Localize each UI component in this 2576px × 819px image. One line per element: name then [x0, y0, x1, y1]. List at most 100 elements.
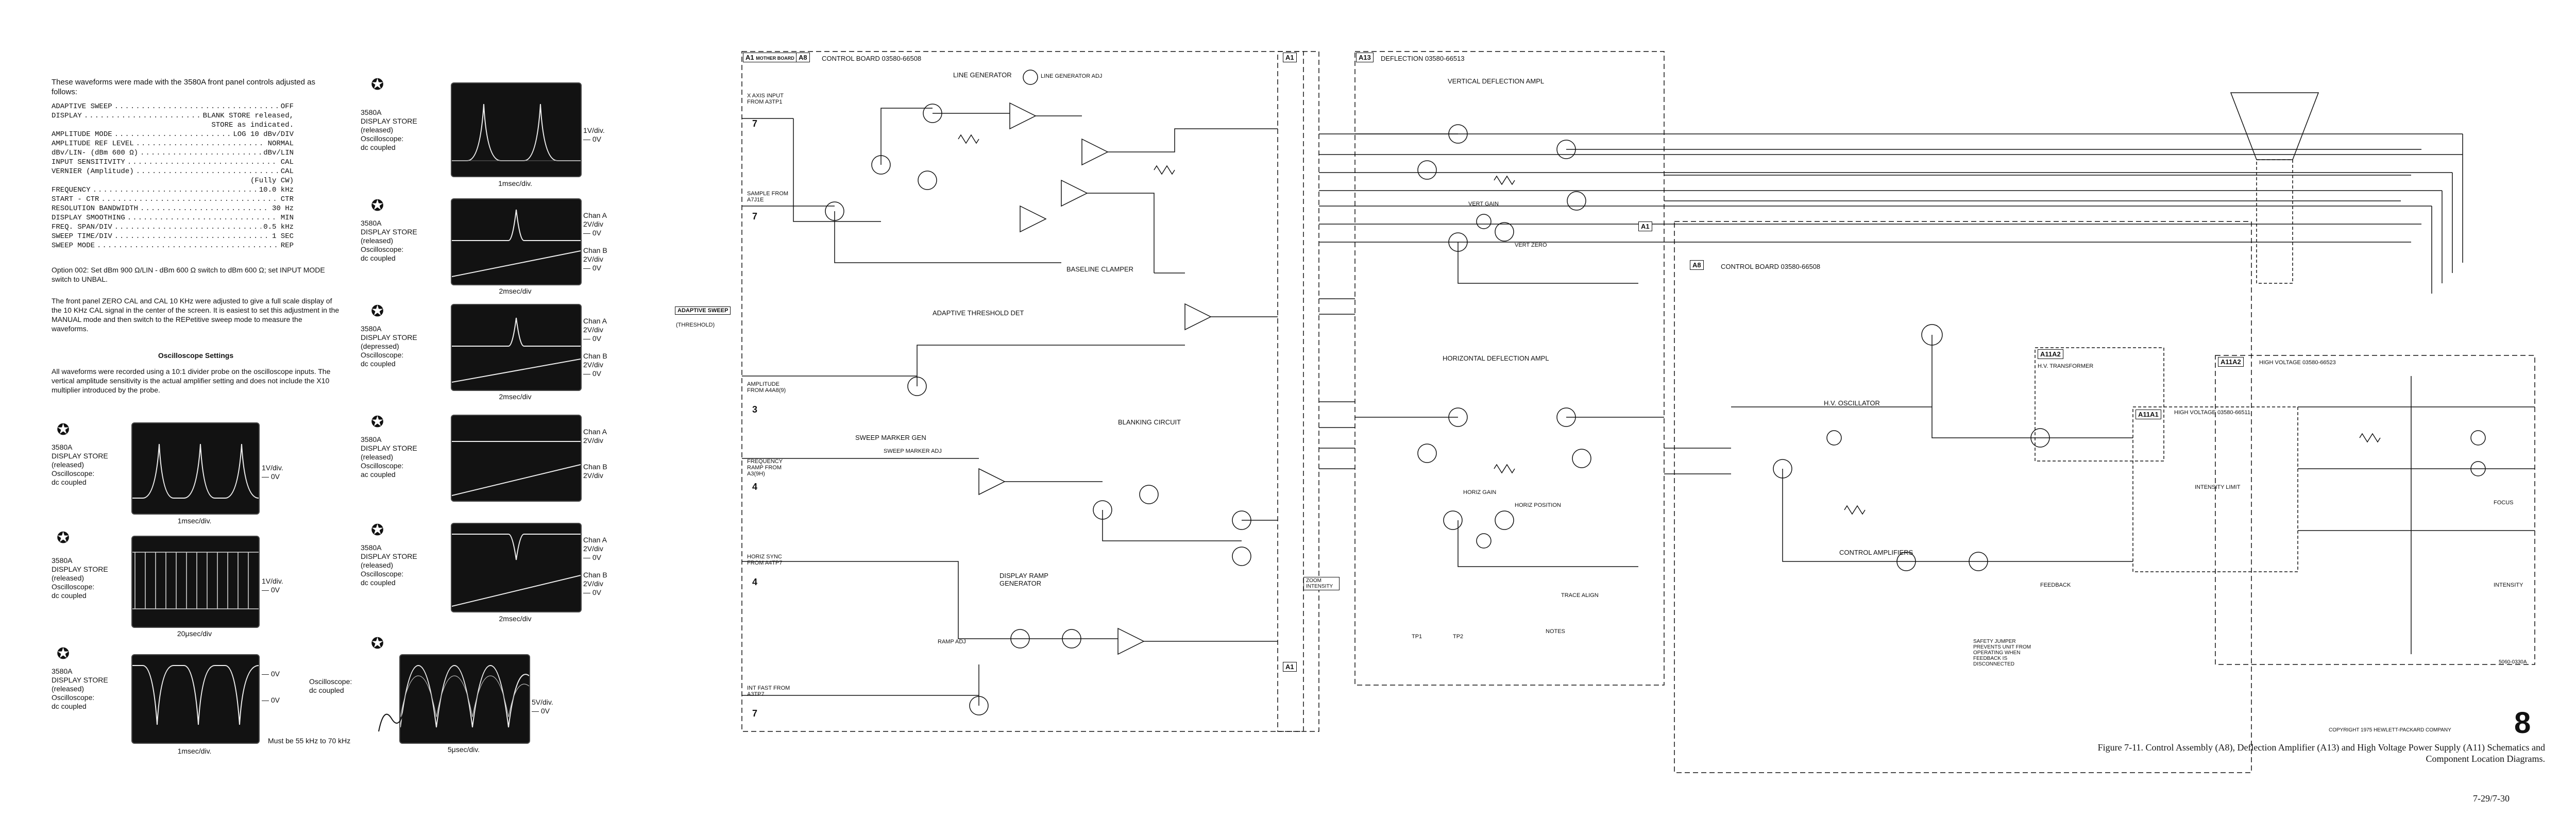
setting-row: SWEEP MODE REP: [52, 241, 294, 250]
setting-row: (Fully CW): [52, 176, 294, 185]
frequency-ramp-label: FREQUENCY RAMP FROM A3(9H): [747, 458, 783, 477]
setting-name: SWEEP MODE: [52, 242, 95, 250]
panel-timebase: 1msec/div.: [498, 179, 532, 187]
scope-screen: [451, 415, 582, 502]
setting-value: BLANK STORE released,: [202, 112, 294, 120]
panel-scale: — 0V — 0V: [262, 670, 280, 704]
figure-number: 8: [2514, 706, 2531, 740]
star-marker-icon: ✪: [57, 530, 70, 547]
panel-timebase: 2msec/div: [499, 287, 532, 295]
hv-oscillator-label: H.V. OSCILLATOR: [1824, 399, 1880, 407]
a1-id: A1: [745, 54, 754, 61]
int-fast-label: INT FAST FROM A3TP7: [747, 685, 790, 697]
control-board-right-title: CONTROL BOARD 03580-66508: [1721, 263, 1821, 270]
setting-name: DISPLAY SMOOTHING: [52, 214, 125, 222]
star-marker-icon: ✪: [371, 414, 384, 431]
input-ref-1: 7: [752, 118, 758, 129]
setting-row: AMPLITUDE MODELOG 10 dBv/DIV: [52, 130, 294, 139]
control-settings-list: ADAPTIVE SWEEPOFFDISPLAYBLANK STORE rele…: [52, 102, 294, 250]
setting-row: START - CTRCTR: [52, 195, 294, 204]
leader-dots: [97, 241, 279, 250]
zoom-intensity-label: ZOOM INTENSITY: [1303, 577, 1340, 590]
input-ref-5: 4: [752, 577, 758, 587]
panel-label: 3580A DISPLAY STORE (released) Oscillosc…: [52, 556, 108, 600]
intensity-label: INTENSITY: [2494, 582, 2523, 588]
setting-value: OFF: [280, 103, 294, 111]
setting-row: DISPLAY SMOOTHING MIN: [52, 213, 294, 223]
setting-name: VERNIER (Amplitude): [52, 167, 134, 176]
panel-scale: Chan A 2V/div — 0V Chan B 2V/div — 0V: [583, 211, 607, 272]
setting-name: FREQUENCY: [52, 186, 91, 194]
setting-value: 30 Hz: [272, 204, 294, 213]
panel-timebase: 5μsec/div.: [447, 745, 480, 754]
setting-name: SWEEP TIME/DIV: [52, 232, 112, 241]
setting-row: AMPLITUDE REF LEVELNORMAL: [52, 139, 294, 148]
leader-dots: [136, 167, 279, 176]
copyright-notice: COPYRIGHT 1975 HEWLETT-PACKARD COMPANY: [2329, 727, 2451, 733]
panel-label: 3580A DISPLAY STORE (depressed) Oscillos…: [361, 325, 417, 368]
a11a1-label: A11A1: [2136, 410, 2161, 419]
setting-name: DISPLAY: [52, 112, 82, 120]
setting-name: FREQ. SPAN/DIV: [52, 223, 112, 231]
panel-label: Oscilloscope: dc coupled: [309, 677, 352, 694]
panel-scale: Chan A 2V/div Chan B 2V/div: [583, 428, 607, 480]
waveform-panel-6: ✪ 3580A DISPLAY STORE (released) Oscillo…: [52, 422, 299, 536]
setting-name: AMPLITUDE MODE: [52, 130, 112, 139]
adaptive-sweep-box: ADAPTIVE SWEEP: [675, 306, 731, 315]
panel-label: 3580A DISPLAY STORE (released) Oscillosc…: [361, 108, 417, 151]
sweep-marker-gen-label: SWEEP MARKER GEN: [855, 434, 926, 441]
setting-row: FREQ. SPAN/DIV 0.5 kHz: [52, 223, 294, 232]
waveform-panel-9: ✪ Oscilloscope: dc coupled 5V/div. — 0V …: [309, 636, 553, 760]
panel-label: 3580A DISPLAY STORE (released) Oscillosc…: [361, 543, 417, 587]
a1-mother-board-label: A1 MOTHER BOARD: [743, 53, 797, 62]
adaptive-threshold-label: ADAPTIVE THRESHOLD DET: [933, 309, 1024, 317]
horiz-position-label: HORIZ POSITION: [1515, 502, 1561, 508]
star-marker-icon: ✪: [57, 645, 70, 662]
setting-value: CAL: [280, 158, 294, 166]
deflection-title: DEFLECTION 03580-66513: [1381, 55, 1465, 62]
trace-align-label: TRACE ALIGN: [1561, 592, 1599, 599]
feedback-label: FEEDBACK: [2040, 582, 2071, 588]
setting-value: CAL: [280, 167, 294, 176]
panel-timebase: 1msec/div.: [177, 747, 212, 755]
star-marker-icon: ✪: [371, 522, 384, 539]
panel-label: 3580A DISPLAY STORE (released) Oscillosc…: [52, 667, 108, 710]
scope-screen: [451, 198, 582, 285]
threshold-text: (THRESHOLD): [676, 322, 715, 328]
waveform-panel-5: ✪ 3580A DISPLAY STORE (released) Oscillo…: [361, 522, 607, 628]
setting-value: 1 SEC: [272, 232, 294, 241]
vertical-deflection-label: VERTICAL DEFLECTION AMPL: [1448, 77, 1545, 85]
setting-value: 0.5 kHz: [263, 223, 294, 231]
input-ref-4: 4: [752, 482, 758, 492]
setting-value: REP: [280, 242, 294, 250]
line-generator-adj-label: LINE GENERATOR ADJ: [1041, 73, 1103, 79]
ramp-adj-label: RAMP ADJ: [938, 639, 966, 645]
schematic-wiring: [741, 51, 2535, 773]
leader-dots: [93, 185, 257, 195]
panel-scale: 5V/div. — 0V: [532, 698, 553, 715]
panel-scale: 1V/div. — 0V: [262, 464, 283, 481]
setting-row: INPUT SENSITIVITYCAL: [52, 158, 294, 167]
panel-label: 3580A DISPLAY STORE (released) Oscillosc…: [361, 435, 417, 479]
star-marker-icon: ✪: [57, 421, 70, 438]
leader-dots: [140, 204, 270, 213]
scope-screen: [131, 422, 260, 515]
waveform-panel-8: ✪ 3580A DISPLAY STORE (released) Oscillo…: [52, 646, 299, 760]
leader-dots: [114, 102, 279, 111]
panel-scale: Chan A 2V/div — 0V Chan B 2V/div — 0V: [583, 317, 607, 378]
scope-screen: [451, 82, 582, 177]
input-ref-6: 7: [752, 708, 758, 719]
intro-text: These waveforms were made with the 3580A…: [52, 78, 315, 96]
setting-value: MIN: [280, 214, 294, 222]
waveform-panel-1: ✪ 3580A DISPLAY STORE (released) Oscillo…: [361, 77, 605, 196]
notes-label: NOTES: [1546, 628, 1565, 635]
display-ramp-gen-label: DISPLAY RAMP GENERATOR: [999, 572, 1048, 587]
panel-scale: 1V/div. — 0V: [583, 126, 605, 143]
a11-part-number: 5060-0330A: [2499, 659, 2527, 665]
panel-scale: 1V/div. — 0V: [262, 577, 283, 594]
setting-name: RESOLUTION BANDWIDTH: [52, 204, 139, 213]
page-number: 7-29/7-30: [2473, 793, 2510, 804]
control-amplifiers-label: CONTROL AMPLIFIERS: [1839, 549, 1913, 556]
x-axis-input-label: X AXIS INPUT FROM A3TP1: [747, 93, 784, 105]
scope-screen: [451, 523, 582, 612]
